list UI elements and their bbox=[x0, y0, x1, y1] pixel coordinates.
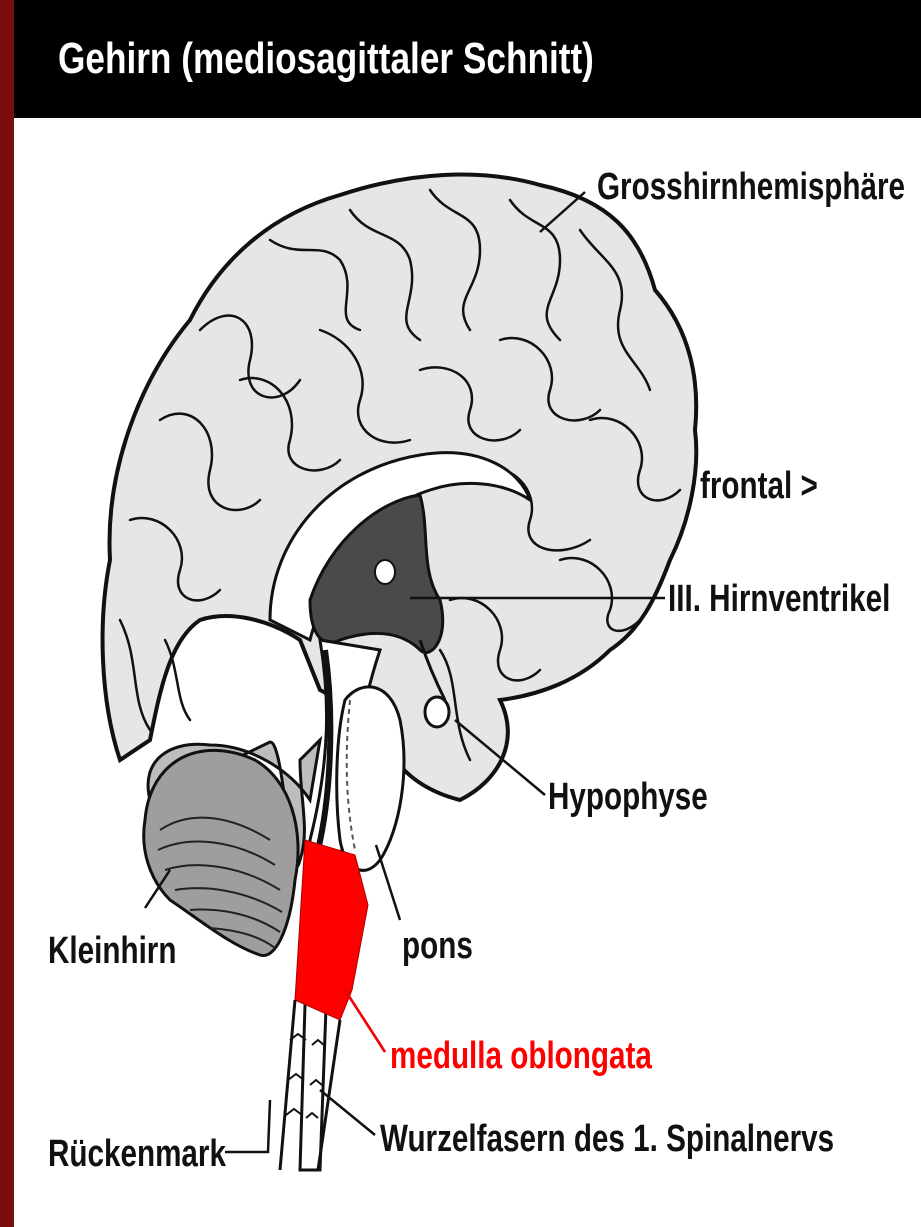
label-grosshirnhemisphaere: Grosshirnhemisphäre bbox=[597, 166, 905, 209]
label-kleinhirn: Kleinhirn bbox=[48, 930, 176, 973]
label-medulla-oblongata: medulla oblongata bbox=[390, 1035, 652, 1078]
ventricle-foramen bbox=[375, 560, 395, 584]
label-frontal: frontal > bbox=[700, 465, 818, 508]
pituitary-gland bbox=[425, 697, 449, 727]
medulla-leader-line bbox=[345, 990, 385, 1052]
cerebellum-folia bbox=[144, 750, 298, 955]
medulla-oblongata bbox=[295, 840, 368, 1020]
label-hypophyse: Hypophyse bbox=[548, 776, 708, 819]
label-third-ventricle: III. Hirnventrikel bbox=[668, 578, 890, 621]
pons bbox=[337, 687, 404, 871]
label-pons: pons bbox=[402, 925, 473, 968]
label-wurzelfasern: Wurzelfasern des 1. Spinalnervs bbox=[380, 1118, 834, 1161]
label-rueckenmark: Rückenmark bbox=[48, 1133, 226, 1176]
